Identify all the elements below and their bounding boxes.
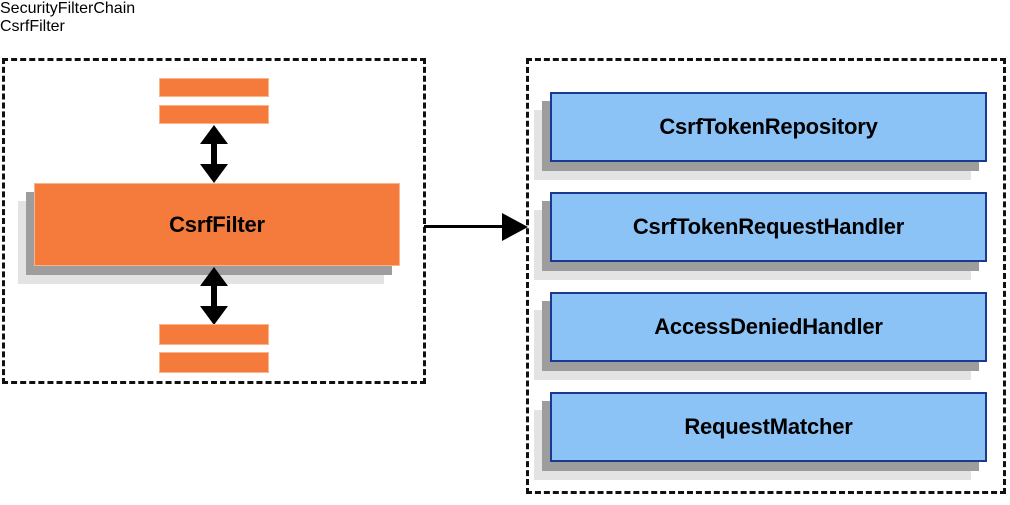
arrow-head-down-icon: [200, 306, 228, 325]
component-box-csrf-token-request-handler: CsrfTokenRequestHandler: [534, 192, 987, 280]
filter-bar-top-2: [159, 105, 269, 124]
filter-bar-bottom-2: [159, 352, 269, 373]
arrow-head-up-icon: [200, 267, 228, 286]
arrow-head-right-icon: [502, 213, 528, 241]
component-label: RequestMatcher: [550, 392, 987, 462]
security-filter-chain-container: [2, 58, 426, 384]
chain-to-filter-arrow: [424, 212, 528, 242]
component-label: AccessDeniedHandler: [550, 292, 987, 362]
arrow-head-down-icon: [200, 164, 228, 183]
component-box-request-matcher: RequestMatcher: [534, 392, 987, 480]
arrow-shaft: [424, 225, 506, 228]
filter-bar-top-1: [159, 78, 269, 97]
arrow-shaft: [211, 281, 217, 311]
filter-bar-bottom-1: [159, 324, 269, 345]
bidirectional-arrow-above-csrffilter: [197, 125, 231, 183]
bidirectional-arrow-below-csrffilter: [197, 267, 231, 325]
component-box-access-denied-handler: AccessDeniedHandler: [534, 292, 987, 380]
arrow-shaft: [211, 139, 217, 169]
component-label: CsrfTokenRepository: [550, 92, 987, 162]
csrffilter-container: [526, 58, 1006, 494]
component-box-csrf-token-repository: CsrfTokenRepository: [534, 92, 987, 180]
page-title-csrffilter: CsrfFilter: [0, 18, 65, 35]
component-label: CsrfTokenRequestHandler: [550, 192, 987, 262]
page-title-security-filter-chain: SecurityFilterChain: [0, 0, 136, 17]
arrow-head-up-icon: [200, 125, 228, 144]
csrffilter-box-label: CsrfFilter: [34, 183, 400, 266]
